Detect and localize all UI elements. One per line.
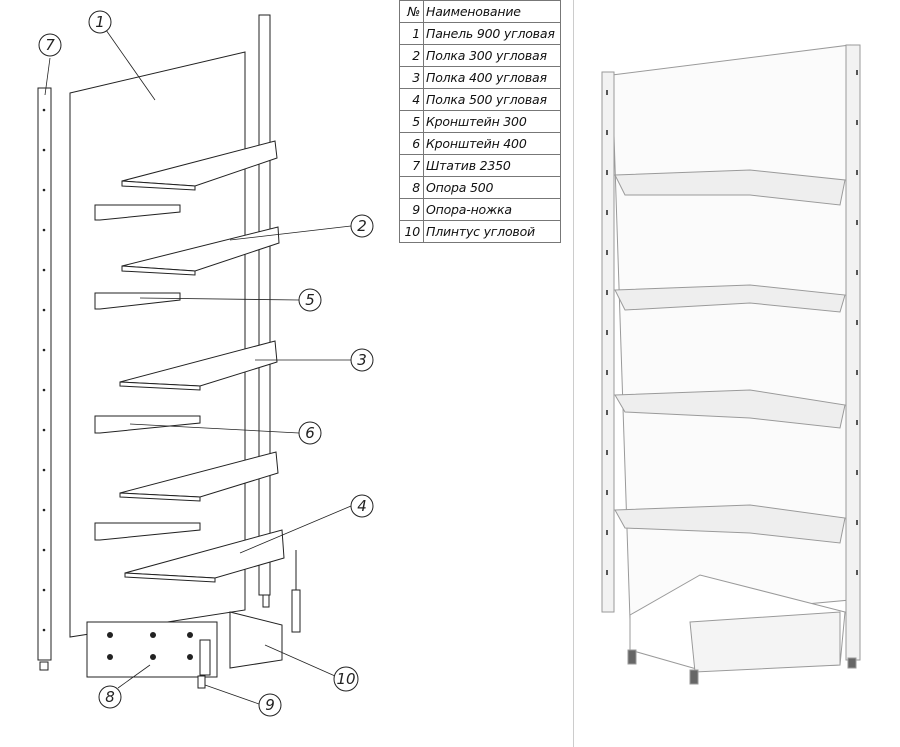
row-name: Полка 400 угловая bbox=[423, 66, 561, 89]
row-number: 9 bbox=[399, 198, 424, 221]
row-number: 4 bbox=[399, 88, 424, 111]
shelf-2 bbox=[121, 226, 280, 276]
adjustable-foot-9 bbox=[197, 675, 206, 689]
bracket-300-a bbox=[94, 204, 181, 221]
row-number: 2 bbox=[399, 44, 424, 67]
callout-5: 5 bbox=[298, 288, 322, 312]
callout-2: 2 bbox=[350, 214, 374, 238]
svg-text:6: 6 bbox=[305, 424, 315, 442]
svg-text:2: 2 bbox=[357, 217, 367, 235]
callout-9: 9 bbox=[258, 693, 282, 717]
callout-4: 4 bbox=[350, 494, 374, 518]
callout-3: 3 bbox=[350, 348, 374, 372]
foot-7 bbox=[39, 661, 49, 671]
row-name: Панель 900 угловая bbox=[423, 22, 561, 45]
svg-text:9: 9 bbox=[265, 696, 275, 714]
svg-text:5: 5 bbox=[305, 291, 315, 309]
divider bbox=[573, 0, 574, 747]
row-name: Полка 300 угловая bbox=[423, 44, 561, 67]
shelf-300-top bbox=[121, 140, 278, 191]
callout-6: 6 bbox=[298, 421, 322, 445]
svg-text:4: 4 bbox=[357, 497, 367, 515]
shelf-400-lower bbox=[119, 451, 279, 502]
row-number: 6 bbox=[399, 132, 424, 155]
row-name: Кронштейн 300 bbox=[423, 110, 561, 133]
row-name: Штатив 2350 bbox=[423, 154, 561, 177]
row-number: 7 bbox=[399, 154, 424, 177]
row-number: 3 bbox=[399, 66, 424, 89]
row-name: Полка 500 угловая bbox=[423, 88, 561, 111]
upright-post-7 bbox=[37, 87, 52, 661]
callout-8: 8 bbox=[98, 685, 122, 709]
svg-text:1: 1 bbox=[95, 13, 105, 31]
product-photo bbox=[601, 44, 861, 685]
bracket-5 bbox=[94, 292, 181, 310]
row-number: 8 bbox=[399, 176, 424, 199]
row-name: Опора 500 bbox=[423, 176, 561, 199]
rear-upright bbox=[258, 14, 271, 596]
row-number: 5 bbox=[399, 110, 424, 133]
callout-10: 10 bbox=[333, 666, 359, 692]
table-header: № Наименование bbox=[399, 0, 561, 23]
row-number: 1 bbox=[399, 22, 424, 45]
base-leg bbox=[199, 639, 211, 676]
row-name: Плинтус угловой bbox=[423, 220, 561, 243]
plinth-10 bbox=[229, 611, 283, 669]
adjustable-foot bbox=[262, 594, 270, 608]
callout-1: 1 bbox=[88, 10, 112, 34]
post-holes bbox=[42, 108, 193, 660]
tool bbox=[291, 589, 301, 633]
svg-text:7: 7 bbox=[45, 36, 55, 54]
svg-text:8: 8 bbox=[105, 688, 115, 706]
shelf-4 bbox=[124, 529, 285, 583]
row-name: Кронштейн 400 bbox=[423, 132, 561, 155]
shelf-3 bbox=[119, 340, 278, 391]
svg-text:3: 3 bbox=[357, 351, 367, 369]
callout-7: 7 bbox=[38, 33, 62, 57]
header-number: № bbox=[399, 0, 424, 23]
row-name: Опора-ножка bbox=[423, 198, 561, 221]
bracket-6 bbox=[94, 415, 201, 434]
bracket-400-b bbox=[94, 522, 201, 541]
header-name: Наименование bbox=[423, 0, 561, 23]
svg-text:10: 10 bbox=[336, 670, 355, 688]
base-support-8 bbox=[86, 621, 218, 678]
row-number: 10 bbox=[399, 220, 424, 243]
photo-slots bbox=[606, 70, 858, 575]
